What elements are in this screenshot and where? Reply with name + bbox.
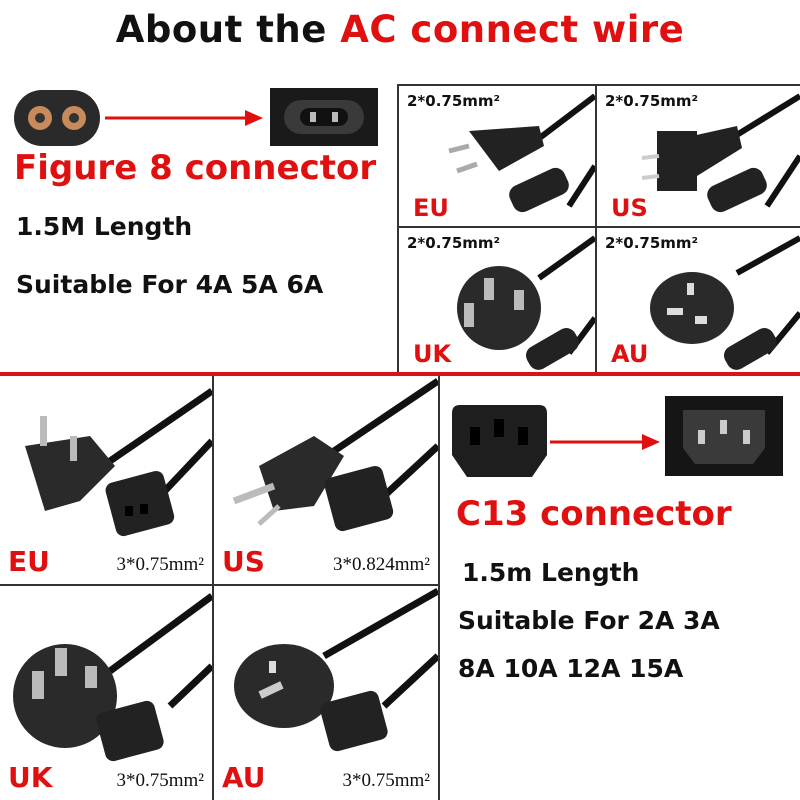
figure8-suitable: Suitable For 4A 5A 6A [16,270,324,299]
divider [595,84,597,374]
section-divider [0,372,800,376]
divider [438,376,440,800]
eu-plug-cable-icon [448,93,595,213]
region-label: AU [611,340,649,368]
title-prefix: About the [115,8,341,51]
region-label: EU [413,194,449,222]
c14-socket-icon [665,396,783,476]
figure8-heading: Figure 8 connector [14,148,377,188]
cable-spec: 2*0.75mm² [605,234,699,252]
cable-spec: 2*0.75mm² [407,234,501,252]
c13-suitable-line2: 8A 10A 12A 15A [458,654,684,683]
cable-spec: 3*0.75mm² [342,770,430,791]
region-label: US [611,194,648,222]
figure8-plug-icon [14,90,100,146]
uk-plug-cable-icon [457,235,595,370]
region-label: UK [413,340,452,368]
region-label: AU [222,761,266,794]
eu-schuko-plug-cable-icon [25,388,212,537]
c13-suitable-line1: Suitable For 2A 3A [458,606,720,635]
divider [397,84,399,374]
figure8-cable-au: 2*0.75mm² AU [597,228,800,372]
divider [0,584,440,586]
figure8-cable-us: 2*0.75mm² US [597,86,800,226]
figure8-cable-eu: 2*0.75mm² EU [399,86,595,226]
us-3prong-plug-cable-icon [232,378,438,532]
region-label: US [222,545,265,578]
cable-spec: 2*0.75mm² [605,92,699,110]
c13-heading: C13 connector [456,494,732,534]
title-highlight: AC connect wire [340,8,685,51]
c13-length: 1.5m Length [462,558,640,587]
c13-cable-uk: UK 3*0.75mm² [0,586,212,800]
divider [212,376,214,800]
au-plug-cable-icon [234,587,438,752]
page-title: About the AC connect wire [0,8,800,51]
figure8-socket-icon [270,88,378,146]
cable-spec: 2*0.75mm² [407,92,501,110]
arrow-icon [105,110,263,126]
region-label: UK [8,761,53,794]
c13-cable-us: US 3*0.824mm² [214,376,438,584]
au-plug-cable-icon [650,235,800,370]
region-label: EU [8,545,50,578]
cable-spec: 3*0.75mm² [116,770,204,791]
arrow-icon [550,434,660,450]
c13-cable-eu: EU 3*0.75mm² [0,376,212,584]
c13-cable-au: AU 3*0.75mm² [214,586,438,800]
cable-spec: 3*0.75mm² [116,554,204,575]
c13-plug-icon [452,405,547,477]
figure8-length: 1.5M Length [16,212,193,241]
figure8-cable-uk: 2*0.75mm² UK [399,228,595,372]
cable-spec: 3*0.824mm² [332,554,430,575]
us-plug-cable-icon [641,93,800,213]
divider [397,84,800,86]
divider [397,226,800,228]
uk-plug-cable-icon [13,593,212,762]
